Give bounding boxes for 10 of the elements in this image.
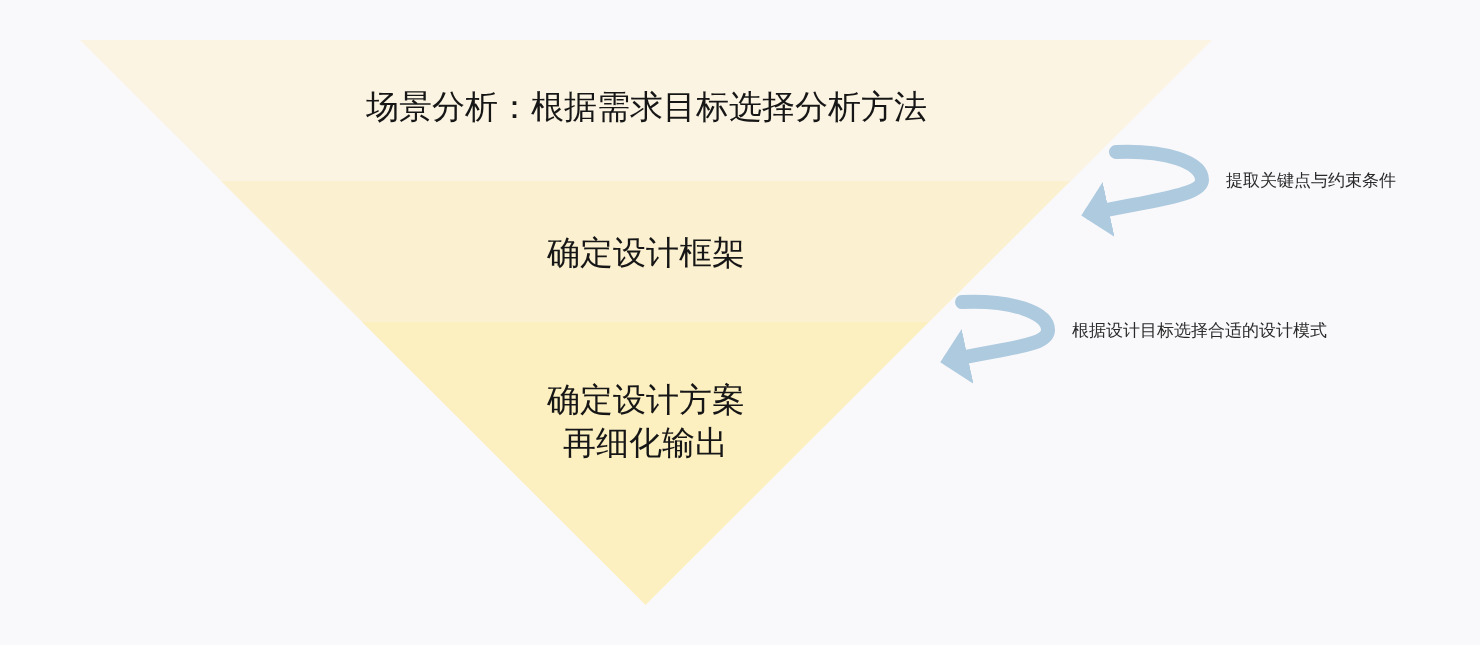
band-text: 场景分析：根据需求目标选择分析方法 [365,86,927,128]
funnel-band [80,40,1212,181]
edge-label: 根据设计目标选择合适的设计模式 [1072,318,1327,341]
band-text: 确定设计方案再细化输出 [546,379,746,464]
edge-label: 提取关键点与约束条件 [1226,168,1396,191]
funnel-band [362,322,930,605]
curved-arrow [940,294,1055,384]
band-text: 确定设计框架 [547,232,745,274]
curved-arrow [1081,144,1209,238]
funnel-band [221,181,1071,322]
